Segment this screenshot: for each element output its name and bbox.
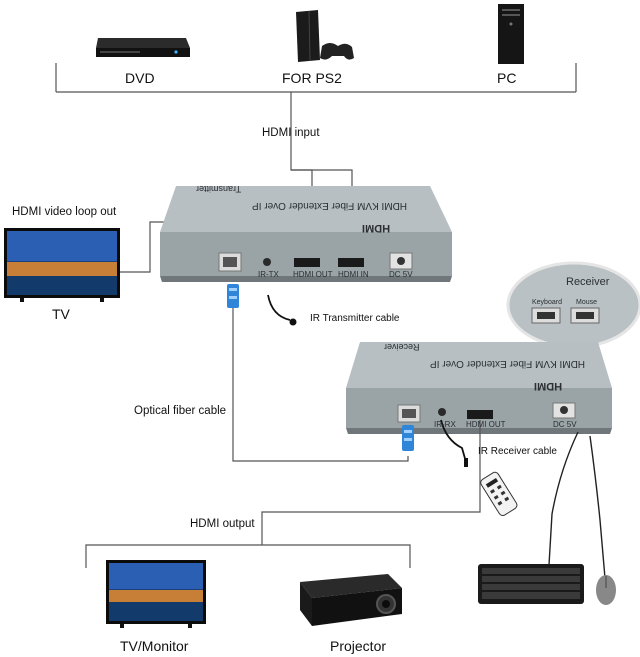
receiver-port-hdmi-out: HDMI OUT bbox=[466, 420, 506, 429]
receiver-detail-mouse: Mouse bbox=[576, 299, 598, 306]
hdmi-loop-out-label: HDMI video loop out bbox=[12, 206, 117, 218]
receiver-detail-keyboard: Keyboard bbox=[532, 299, 562, 306]
ir-transmitter-cable-label: IR Transmitter cable bbox=[310, 313, 400, 324]
receiver-port-irrx: IR-RX bbox=[434, 420, 456, 429]
transmitter-logo: HDMI bbox=[362, 222, 391, 234]
keyboard-cable bbox=[548, 431, 579, 566]
receiver-box bbox=[346, 342, 612, 434]
pc-tower-icon bbox=[498, 4, 524, 64]
keyboard-icon bbox=[478, 564, 584, 604]
projector-icon bbox=[300, 574, 402, 626]
ir-rx-cable bbox=[440, 419, 467, 463]
transmitter-port-hdmi-in: HDMI IN bbox=[338, 270, 369, 279]
receiver-subtitle: Receiver bbox=[384, 342, 420, 352]
receiver-detail-panel bbox=[506, 261, 640, 349]
ir-receiver-cable-label: IR Receiver cable bbox=[478, 446, 557, 457]
fiber-connector-tx bbox=[227, 284, 239, 308]
game-console-icon bbox=[296, 10, 354, 62]
transmitter-subtitle: Transmitter bbox=[196, 184, 242, 194]
mouse-cable bbox=[589, 435, 606, 579]
source-pc-label: PC bbox=[497, 70, 517, 86]
transmitter-box bbox=[160, 186, 452, 282]
receiver-title: HDMI KVM Fiber Extender Over IP bbox=[430, 358, 586, 369]
receiver-port-dc: DC 5V bbox=[553, 420, 577, 429]
hdmi-output-label: HDMI output bbox=[190, 518, 255, 530]
hdmi-output-bracket bbox=[85, 420, 481, 568]
tv-monitor-label: TV/Monitor bbox=[120, 638, 189, 654]
optical-fiber-cable-label: Optical fiber cable bbox=[134, 405, 227, 417]
hdmi-input-label: HDMI input bbox=[262, 127, 320, 139]
optical-fiber-line bbox=[232, 308, 409, 462]
tv-left-icon bbox=[4, 228, 120, 302]
tv-monitor-icon bbox=[106, 560, 206, 628]
transmitter-port-irtx: IR-TX bbox=[258, 270, 279, 279]
ir-tx-cable bbox=[267, 294, 291, 321]
transmitter-port-hdmi-out: HDMI OUT bbox=[293, 270, 333, 279]
mouse-icon bbox=[596, 575, 616, 605]
dvd-player-icon bbox=[96, 38, 190, 57]
transmitter-title: HDMI KVM Fiber Extender Over IP bbox=[252, 200, 408, 211]
transmitter-port-dc: DC 5V bbox=[389, 270, 413, 279]
projector-label: Projector bbox=[330, 638, 387, 654]
tv-label: TV bbox=[52, 306, 70, 322]
receiver-logo: HDMI bbox=[534, 380, 563, 392]
receiver-detail-title: Receiver bbox=[566, 276, 610, 288]
fiber-connector-rx bbox=[402, 425, 414, 451]
source-ps2-label: FOR PS2 bbox=[282, 70, 342, 86]
source-dvd-label: DVD bbox=[125, 70, 155, 86]
remote-control-icon bbox=[480, 471, 518, 517]
